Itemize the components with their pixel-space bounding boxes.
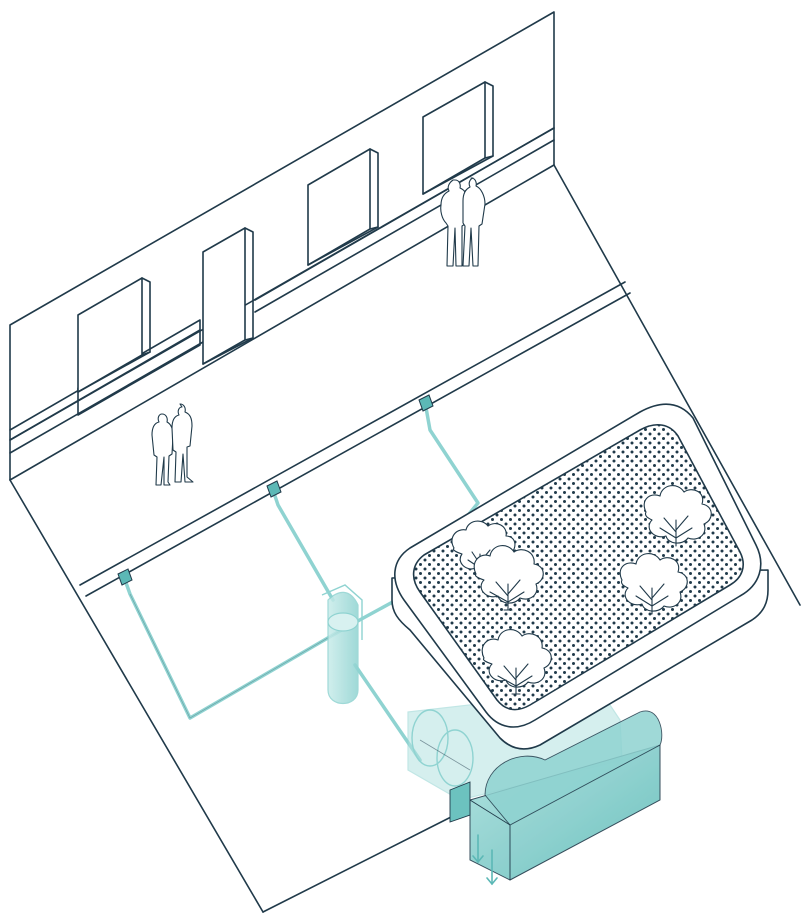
drain-pipe-left — [125, 580, 345, 718]
junction-chamber — [322, 585, 362, 704]
pedestrian-pair-right — [441, 178, 485, 266]
drain-pipe-middle — [273, 490, 333, 600]
door — [203, 228, 245, 364]
pedestrian-pair-left — [152, 404, 193, 485]
